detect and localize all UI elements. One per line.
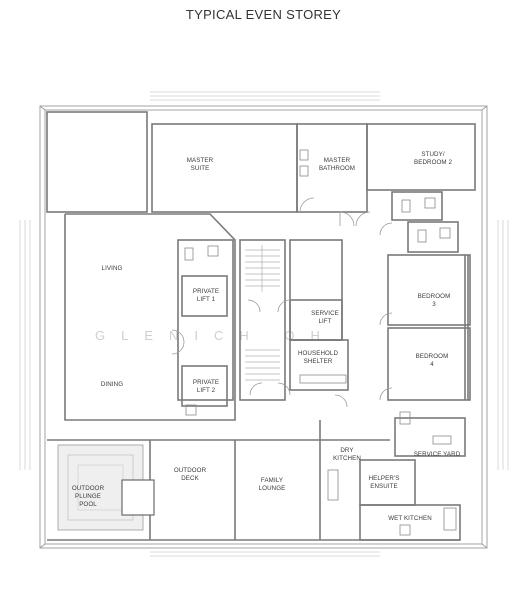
- door-swings: [171, 197, 393, 408]
- label-wet-kitchen: WET KITCHEN: [388, 515, 432, 522]
- label-living: LIVING: [102, 265, 123, 272]
- outer-walls: [39, 105, 488, 549]
- page-title: TYPICAL EVEN STOREY: [185, 7, 342, 22]
- label-dining: DINING: [101, 381, 123, 388]
- interior-walls: [46, 111, 476, 541]
- label-service-yard: SERVICE YARD: [414, 451, 461, 458]
- stairs: [245, 245, 280, 381]
- watermark: GLENICH OH: [95, 328, 336, 343]
- plunge-pool: [57, 444, 155, 531]
- label-study-bedroom2: STUDY/BEDROOM 2: [414, 151, 452, 166]
- fixtures: [184, 149, 457, 536]
- ledge-lines: [19, 91, 509, 557]
